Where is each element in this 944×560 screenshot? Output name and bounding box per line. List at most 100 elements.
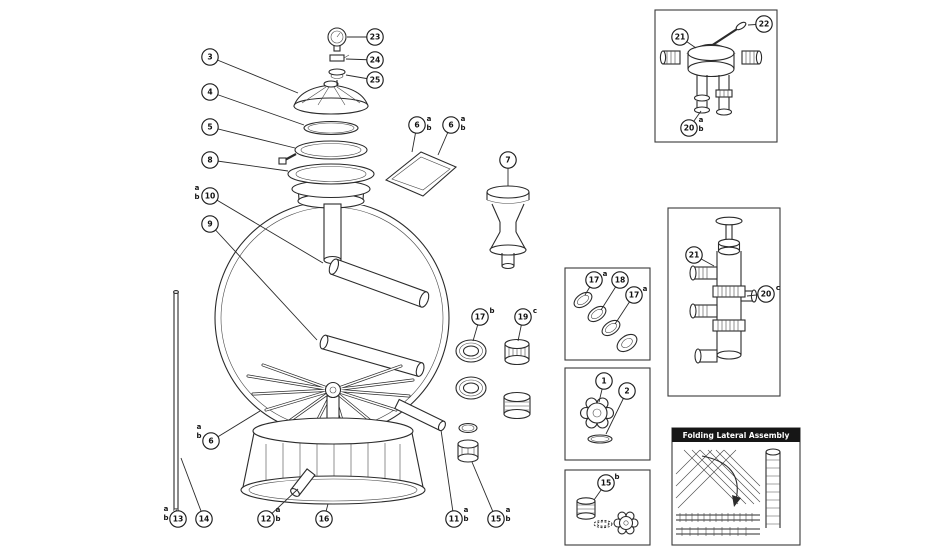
svg-text:16: 16 bbox=[319, 515, 330, 524]
svg-text:a: a bbox=[461, 115, 466, 123]
svg-text:3: 3 bbox=[207, 53, 212, 62]
svg-text:8: 8 bbox=[207, 156, 212, 165]
lateral-spider bbox=[246, 363, 415, 429]
callout-16: 16 bbox=[315, 503, 333, 528]
svg-text:a: a bbox=[699, 116, 704, 124]
svg-text:11: 11 bbox=[449, 515, 460, 524]
svg-text:b: b bbox=[460, 124, 465, 132]
callout-17: 17a bbox=[614, 285, 648, 325]
callout-22: 22 bbox=[747, 15, 773, 33]
inset-valve-seals bbox=[564, 267, 651, 361]
svg-text:a: a bbox=[427, 115, 432, 123]
sight-tube bbox=[173, 290, 179, 512]
callout-20: 20 c bbox=[746, 284, 780, 303]
callout-17: 17a bbox=[584, 270, 608, 296]
svg-text:b: b bbox=[194, 193, 199, 201]
svg-text:c: c bbox=[776, 284, 780, 292]
svg-text:17: 17 bbox=[589, 276, 600, 285]
lid-oring bbox=[303, 120, 359, 136]
callout-15: 15b bbox=[593, 473, 620, 501]
svg-text:4: 4 bbox=[207, 88, 212, 97]
svg-text:2: 2 bbox=[624, 387, 629, 396]
svg-text:7: 7 bbox=[505, 156, 510, 165]
hose-adapter bbox=[576, 497, 596, 520]
callout-25: 25 bbox=[345, 71, 384, 89]
drain-cap-oring bbox=[587, 434, 613, 444]
union-couplings bbox=[503, 338, 531, 420]
valve-t-handle bbox=[715, 216, 743, 226]
svg-text:a: a bbox=[464, 506, 469, 514]
svg-text:a: a bbox=[197, 423, 202, 431]
svg-text:a: a bbox=[195, 184, 200, 192]
filter-base bbox=[240, 417, 426, 505]
bulkhead-fitting-parts bbox=[457, 422, 479, 463]
pressure-gauge bbox=[327, 27, 350, 85]
svg-text:25: 25 bbox=[370, 76, 381, 85]
svg-text:a: a bbox=[276, 506, 281, 514]
svg-text:18: 18 bbox=[615, 276, 626, 285]
svg-text:14: 14 bbox=[199, 515, 210, 524]
fold-arrow-head bbox=[732, 495, 741, 507]
svg-text:19: 19 bbox=[518, 313, 529, 322]
svg-text:21: 21 bbox=[675, 33, 686, 42]
svg-text:b: b bbox=[426, 124, 431, 132]
svg-text:b: b bbox=[614, 473, 619, 481]
svg-text:23: 23 bbox=[370, 33, 381, 42]
svg-text:9: 9 bbox=[207, 220, 212, 229]
valve-lower-port bbox=[692, 304, 718, 318]
callout-17: 17b bbox=[471, 307, 495, 342]
svg-text:24: 24 bbox=[370, 56, 381, 65]
callout-3: 3 bbox=[201, 48, 299, 94]
svg-text:6: 6 bbox=[414, 121, 419, 130]
svg-text:17: 17 bbox=[629, 291, 640, 300]
svg-text:10: 10 bbox=[205, 192, 216, 201]
svg-text:a: a bbox=[164, 505, 169, 513]
inset-header-title: Folding Lateral Assembly bbox=[683, 431, 790, 440]
svg-text:6: 6 bbox=[448, 121, 453, 130]
svg-text:b: b bbox=[698, 125, 703, 133]
callout-6: 6ab bbox=[408, 115, 432, 153]
inset-header-bar bbox=[672, 428, 800, 442]
callout-6: 6ab bbox=[437, 115, 466, 156]
svg-text:a: a bbox=[603, 270, 608, 278]
callout-8: 8 bbox=[201, 151, 289, 172]
callout-2: 2 bbox=[605, 382, 636, 435]
callout-9: 9 bbox=[201, 215, 318, 341]
callout-20: 20 ab bbox=[680, 110, 704, 137]
callout-24: 24 bbox=[345, 51, 384, 69]
svg-text:a: a bbox=[643, 285, 648, 293]
svg-text:12: 12 bbox=[261, 515, 272, 524]
svg-text:b: b bbox=[505, 515, 510, 523]
center-pipe-vertical bbox=[765, 448, 781, 528]
diffuser bbox=[486, 185, 530, 270]
callout-5: 5 bbox=[201, 118, 296, 149]
svg-text:b: b bbox=[489, 307, 494, 315]
svg-text:15: 15 bbox=[601, 479, 612, 488]
svg-text:b: b bbox=[275, 515, 280, 523]
svg-text:1: 1 bbox=[601, 377, 606, 386]
bulkhead-gaskets bbox=[455, 339, 487, 400]
lateral-tube-horizontal bbox=[676, 513, 760, 536]
tank-flange bbox=[287, 163, 375, 199]
outlet-pipe bbox=[394, 398, 446, 432]
svg-text:17: 17 bbox=[475, 313, 486, 322]
callout-21: 21 bbox=[671, 28, 697, 49]
callout-10: 10 ab bbox=[194, 184, 324, 264]
svg-text:b: b bbox=[196, 432, 201, 440]
svg-text:21: 21 bbox=[689, 251, 700, 260]
svg-text:13: 13 bbox=[173, 515, 184, 524]
mounting-plate bbox=[384, 151, 458, 197]
callout-7: 7 bbox=[499, 151, 517, 186]
callout-12: 12 ab bbox=[257, 488, 299, 528]
valve-handle-grip bbox=[735, 21, 747, 31]
clamp-ring bbox=[278, 140, 368, 165]
svg-text:20: 20 bbox=[684, 124, 695, 133]
svg-text:15: 15 bbox=[491, 515, 502, 524]
svg-text:20: 20 bbox=[761, 290, 772, 299]
callout-1: 1 bbox=[595, 372, 613, 403]
valve-piping bbox=[693, 75, 733, 116]
callout-23: 23 bbox=[347, 28, 384, 46]
